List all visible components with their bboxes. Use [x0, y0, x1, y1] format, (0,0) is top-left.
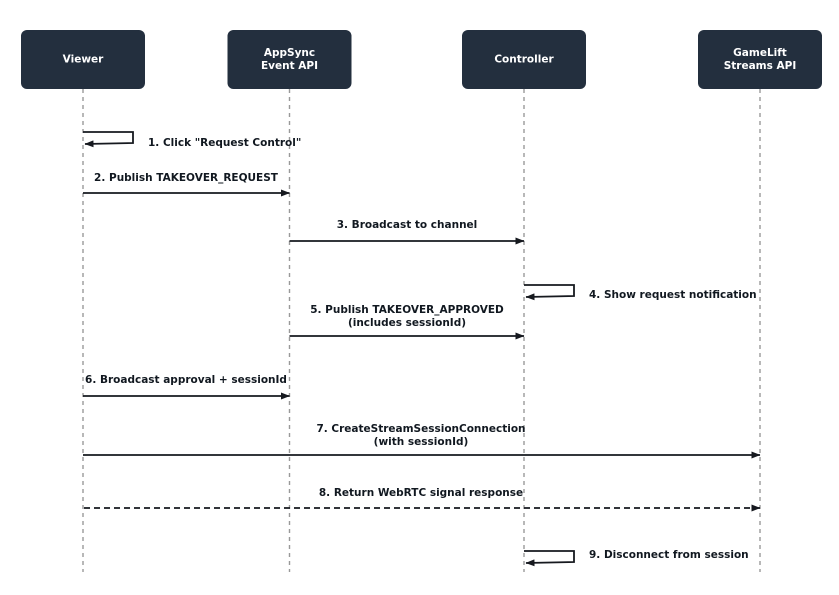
lifelines-layer	[82, 89, 761, 572]
message-line-4	[524, 284, 575, 301]
message-label-5: (includes sessionId)	[348, 317, 466, 329]
message-label-3: 3. Broadcast to channel	[337, 219, 478, 231]
message-6: 6. Broadcast approval + sessionId	[83, 374, 290, 400]
participant-box-viewer[interactable]	[21, 30, 145, 89]
messages-layer: 1. Click "Request Control" 2. Publish TAK…	[83, 131, 761, 567]
message-label-7: 7. CreateStreamSessionConnection	[316, 423, 525, 435]
message-label-4: 4. Show request notification	[589, 289, 757, 301]
message-4: 4. Show request notification	[524, 284, 757, 301]
message-5: 5. Publish TAKEOVER_APPROVED(includes se…	[289, 304, 525, 340]
participant-label-gamelift: GameLift	[733, 47, 787, 59]
message-8: 8. Return WebRTC signal response	[83, 487, 761, 512]
participant-box-controller[interactable]	[462, 30, 586, 89]
participant-label-appsync: Event API	[261, 60, 318, 72]
message-label-6: 6. Broadcast approval + sessionId	[85, 374, 287, 386]
participant-box-appsync[interactable]	[227, 30, 352, 89]
message-line-1	[83, 131, 134, 148]
message-7: 7. CreateStreamSessionConnection(with se…	[83, 423, 761, 459]
message-1: 1. Click "Request Control"	[83, 131, 301, 149]
participant-label-viewer: Viewer	[63, 54, 104, 66]
participant-label-controller: Controller	[494, 54, 554, 66]
message-label-9: 9. Disconnect from session	[589, 549, 749, 561]
participant-label-gamelift: Streams API	[724, 60, 797, 72]
message-label-2: 2. Publish TAKEOVER_REQUEST	[94, 172, 279, 184]
participant-controller[interactable]: Controller	[462, 30, 586, 89]
message-label-8: 8. Return WebRTC signal response	[319, 487, 523, 499]
message-label-1: 1. Click "Request Control"	[148, 137, 301, 149]
message-9: 9. Disconnect from session	[524, 549, 749, 567]
participant-label-appsync: AppSync	[264, 47, 315, 59]
participant-box-gamelift[interactable]	[698, 30, 822, 89]
message-label-5: 5. Publish TAKEOVER_APPROVED	[310, 304, 504, 316]
message-3: 3. Broadcast to channel	[289, 219, 525, 245]
message-label-7: (with sessionId)	[374, 436, 469, 448]
message-2: 2. Publish TAKEOVER_REQUEST	[83, 172, 290, 197]
message-line-9	[524, 550, 575, 567]
participant-viewer[interactable]: Viewer	[21, 30, 145, 89]
